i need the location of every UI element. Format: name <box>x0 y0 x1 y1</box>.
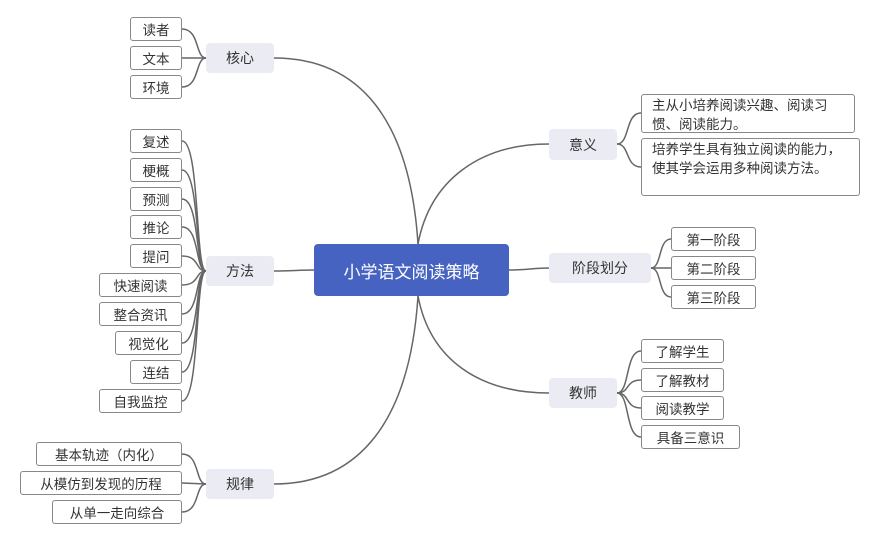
leaf-know-textbook[interactable]: 了解教材 <box>641 368 724 392</box>
leaf-meaning-1[interactable]: 主从小培养阅读兴趣、阅读习惯、阅读能力。 <box>641 94 855 133</box>
leaf-stage-3[interactable]: 第三阶段 <box>671 285 756 309</box>
leaf-environment[interactable]: 环境 <box>130 75 182 99</box>
leaf-stage-1[interactable]: 第一阶段 <box>671 227 756 251</box>
leaf-connect[interactable]: 连结 <box>130 360 182 384</box>
leaf-text[interactable]: 文本 <box>130 46 182 70</box>
leaf-summary[interactable]: 梗概 <box>130 158 182 182</box>
central-topic[interactable]: 小学语文阅读策略 <box>314 244 509 296</box>
leaf-predict[interactable]: 预测 <box>130 187 182 211</box>
leaf-stage-2[interactable]: 第二阶段 <box>671 256 756 280</box>
leaf-question[interactable]: 提问 <box>130 244 182 268</box>
leaf-reading-teaching[interactable]: 阅读教学 <box>641 396 724 420</box>
leaf-self-monitor[interactable]: 自我监控 <box>99 389 182 413</box>
leaf-meaning-2[interactable]: 培养学生具有独立阅读的能力，使其学会运用多种阅读方法。 <box>641 138 860 196</box>
leaf-visualize[interactable]: 视觉化 <box>115 331 182 355</box>
branch-stage[interactable]: 阶段划分 <box>549 253 651 283</box>
branch-core[interactable]: 核心 <box>206 43 274 73</box>
leaf-fast-reading[interactable]: 快速阅读 <box>99 273 182 297</box>
leaf-reader[interactable]: 读者 <box>130 17 182 41</box>
leaf-infer[interactable]: 推论 <box>130 215 182 239</box>
leaf-imitate-discover[interactable]: 从模仿到发现的历程 <box>20 471 182 495</box>
leaf-three-awareness[interactable]: 具备三意识 <box>641 425 740 449</box>
leaf-integrate-info[interactable]: 整合资讯 <box>99 302 182 326</box>
branch-meaning[interactable]: 意义 <box>549 129 617 160</box>
leaf-know-students[interactable]: 了解学生 <box>641 339 724 363</box>
branch-method[interactable]: 方法 <box>206 256 274 286</box>
branch-rule[interactable]: 规律 <box>206 469 274 499</box>
leaf-basic-track[interactable]: 基本轨迹（内化） <box>36 442 182 466</box>
branch-teacher[interactable]: 教师 <box>549 378 617 408</box>
leaf-retell[interactable]: 复述 <box>130 129 182 153</box>
leaf-single-to-comprehensive[interactable]: 从单一走向综合 <box>52 500 182 524</box>
